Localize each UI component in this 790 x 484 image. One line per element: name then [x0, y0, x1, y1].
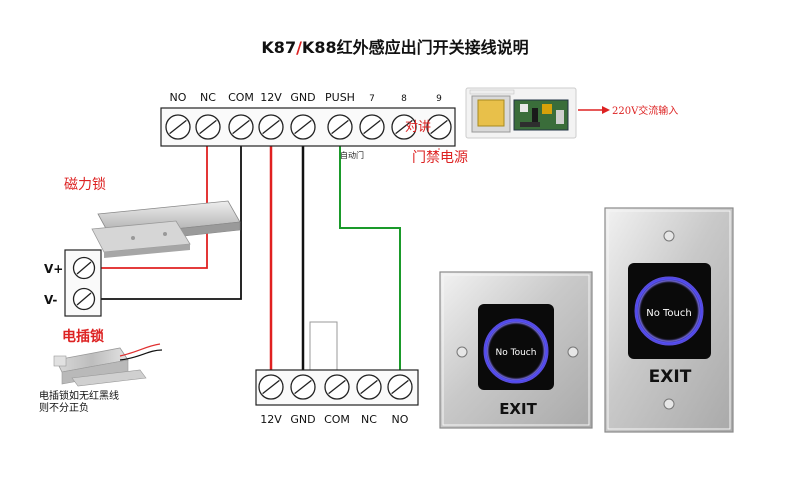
- top-terminal-label-1: NC: [200, 91, 216, 104]
- top-terminal-block: NO NC COM 12V GND PUSH 7 8 9: [160, 91, 456, 147]
- bottom-terminal-label-4: NO: [392, 413, 409, 426]
- mag-lock-terminal: [64, 249, 102, 317]
- top-terminal-screw-2: [228, 114, 254, 140]
- wire-com-black: [100, 127, 242, 300]
- wire-com-link: [309, 321, 338, 370]
- top-terminal-screw-5: [327, 114, 353, 140]
- bottom-terminal-block: 12V GND COM NC NO: [255, 369, 419, 426]
- intercom-label: 对讲: [405, 120, 431, 135]
- top-terminal-screw-0: [165, 114, 191, 140]
- top-terminal-label-8: 9: [436, 94, 442, 104]
- top-terminal-screw-4: [290, 114, 316, 140]
- top-terminal-screw-3: [258, 114, 284, 140]
- top-terminal-label-3: 12V: [260, 91, 282, 104]
- wire-nc-red: [100, 127, 208, 269]
- exit-tall-screw-bottom: [663, 398, 675, 410]
- electric-bolt-note-1: 电插锁如无红黑线: [39, 389, 119, 402]
- top-terminal-label-2: COM: [228, 91, 254, 104]
- top-terminal-screw-6: [359, 114, 385, 140]
- v-minus-label: V-: [44, 293, 57, 307]
- top-terminal-screw-7: [391, 114, 417, 140]
- bottom-terminal-label-0: 12V: [260, 413, 282, 426]
- top-terminal-label-5: PUSH: [325, 91, 355, 104]
- auto-door-note: 自动门: [340, 150, 364, 160]
- bottom-terminal-screw-1: [290, 374, 316, 400]
- power-supply-image: [465, 87, 577, 139]
- mag-lock-image: [91, 200, 241, 258]
- bottom-terminal-label-3: NC: [361, 413, 377, 426]
- ac-arrow-head: [602, 106, 610, 114]
- exit-square-screw-right: [567, 346, 579, 358]
- exit-tall-sensor-text: No Touch: [646, 308, 691, 319]
- electric-bolt-label: 电插锁: [62, 328, 104, 345]
- wire-push-green: [339, 127, 401, 382]
- top-terminal-label-0: NO: [170, 91, 187, 104]
- title-slash: /: [296, 38, 302, 57]
- top-terminal-label-7: 8: [401, 94, 407, 104]
- bottom-terminal-screw-0: [258, 374, 284, 400]
- exit-switch-square: No Touch EXIT: [439, 271, 593, 429]
- exit-tall-screw-top: [663, 230, 675, 242]
- mag-lock-label: 磁力锁: [64, 177, 106, 193]
- title-model-a: K87: [261, 38, 297, 57]
- top-terminal-label-6: 7: [369, 94, 375, 104]
- bottom-terminal-screw-3: [356, 374, 382, 400]
- v-plus-label: V+: [44, 262, 63, 276]
- top-terminal-screw-1: [195, 114, 221, 140]
- title-model-b: K88红外感应出门开关接线说明: [301, 38, 529, 57]
- power-supply-label: 门禁电源: [412, 150, 468, 166]
- wires: [100, 106, 610, 382]
- exit-tall-exit-text: EXIT: [649, 367, 692, 387]
- page-title: K87/K88红外感应出门开关接线说明: [0, 34, 790, 58]
- mag-terminal-screw-minus: [72, 287, 96, 311]
- exit-square-exit-text: EXIT: [499, 400, 537, 418]
- mag-terminal-screw-plus: [72, 256, 96, 280]
- bottom-terminal-label-1: GND: [290, 413, 315, 426]
- top-terminal-screw-8: [426, 114, 452, 140]
- exit-square-screw-left: [456, 346, 468, 358]
- exit-square-sensor-text: No Touch: [496, 348, 537, 358]
- electric-bolt-note-2: 则不分正负: [39, 401, 89, 414]
- bottom-terminal-label-2: COM: [324, 413, 350, 426]
- bottom-terminal-screw-4: [387, 374, 413, 400]
- top-terminal-label-4: GND: [290, 91, 315, 104]
- exit-switch-tall: No Touch EXIT: [604, 207, 734, 433]
- ac-input-label: 220V交流输入: [612, 104, 678, 117]
- bottom-terminal-screw-2: [324, 374, 350, 400]
- electric-bolt-image: [53, 343, 163, 387]
